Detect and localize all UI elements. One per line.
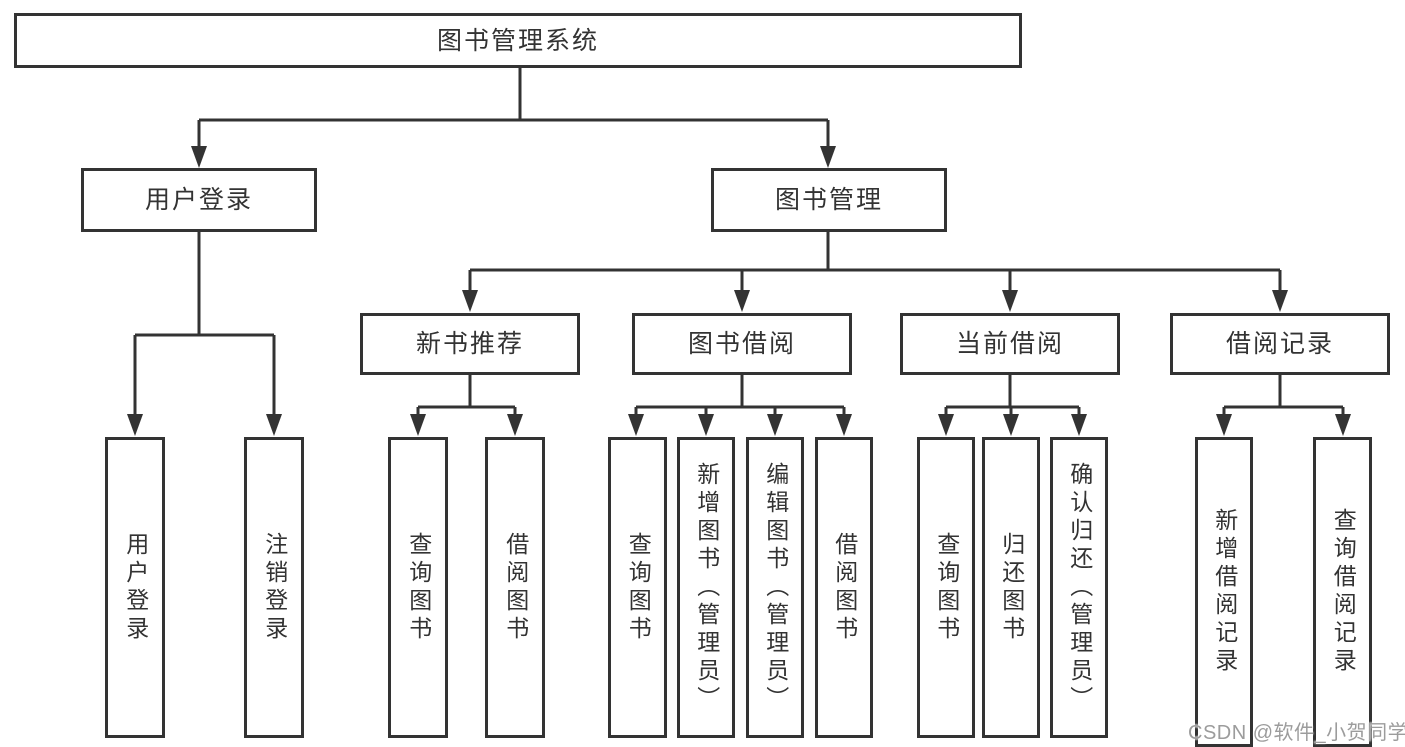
leaf-borrow-books-borrowing: 借阅图书 bbox=[815, 437, 873, 738]
leaf-borrow-books-recommend: 借阅图书 bbox=[485, 437, 545, 738]
node-library-management-system: 图书管理系统 bbox=[14, 13, 1022, 68]
node-book-borrowing: 图书借阅 bbox=[632, 313, 852, 375]
leaf-logout: 注销登录 bbox=[244, 437, 304, 738]
leaf-confirm-return-admin: 确认归还（管理员） bbox=[1050, 437, 1108, 738]
node-new-book-recommendation: 新书推荐 bbox=[360, 313, 580, 375]
node-borrowing-records: 借阅记录 bbox=[1170, 313, 1390, 375]
leaf-query-borrow-record: 查询借阅记录 bbox=[1313, 437, 1372, 747]
leaf-user-login: 用户登录 bbox=[105, 437, 165, 738]
csdn-watermark: CSDN @软件_小贺同学 bbox=[1188, 722, 1405, 744]
leaf-add-borrow-record: 新增借阅记录 bbox=[1195, 437, 1253, 747]
arrow-down-icons bbox=[127, 146, 1351, 436]
leaf-query-books-current: 查询图书 bbox=[917, 437, 975, 738]
leaf-add-book-admin: 新增图书（管理员） bbox=[677, 437, 735, 738]
leaf-edit-book-admin: 编辑图书（管理员） bbox=[746, 437, 804, 738]
node-user-login: 用户登录 bbox=[81, 168, 317, 232]
leaf-return-book: 归还图书 bbox=[982, 437, 1040, 738]
leaf-query-books-borrowing: 查询图书 bbox=[608, 437, 667, 738]
leaf-query-books-recommend: 查询图书 bbox=[388, 437, 448, 738]
node-book-management: 图书管理 bbox=[711, 168, 947, 232]
node-current-borrowing: 当前借阅 bbox=[900, 313, 1120, 375]
